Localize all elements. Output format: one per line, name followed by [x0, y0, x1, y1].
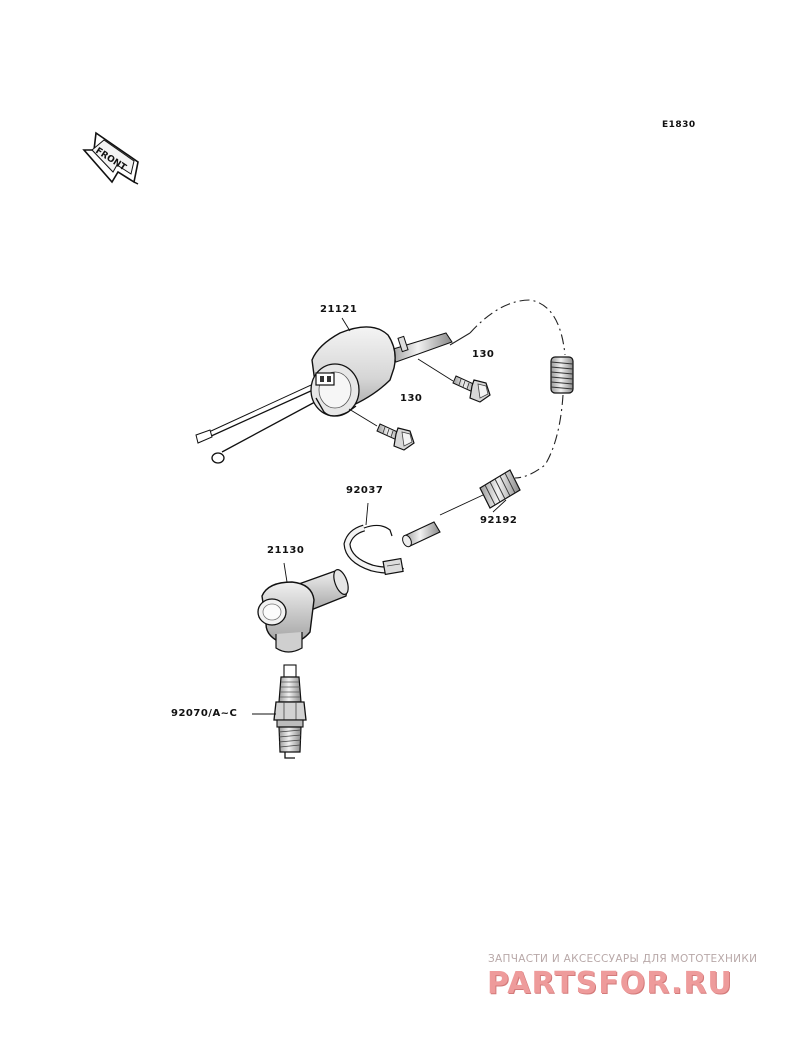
clamp-part	[343, 502, 405, 576]
ignition-coil-part	[195, 326, 453, 464]
label-spark-plug: 92070/A~C	[171, 708, 238, 719]
label-plug-cap: 21130	[267, 545, 305, 556]
watermark-brand: PARTSFOR.RU	[487, 966, 733, 1001]
watermark-subtitle: ЗАПЧАСТИ И АКСЕССУАРЫ ДЛЯ МОТОТЕХНИКИ	[488, 953, 758, 965]
plug-cap-part	[257, 562, 349, 653]
front-arrow-icon: FRONT	[82, 131, 139, 185]
label-clamp: 92037	[346, 485, 384, 496]
spring-part	[402, 469, 521, 548]
label-coil-bolt-lower: 130	[400, 393, 423, 404]
leader-lines	[341, 317, 507, 513]
coil-bolt-upper-part	[417, 358, 491, 403]
diagram-code: E1830	[662, 120, 696, 130]
coil-bolt-lower-part	[348, 408, 415, 451]
lead-spring-upper	[550, 356, 574, 394]
label-spring: 92192	[480, 515, 518, 526]
spark-plug-part	[252, 664, 307, 759]
label-coil-bolt-upper: 130	[472, 349, 495, 360]
label-ignition-coil: 21121	[320, 304, 358, 315]
ht-lead-line	[449, 299, 566, 479]
